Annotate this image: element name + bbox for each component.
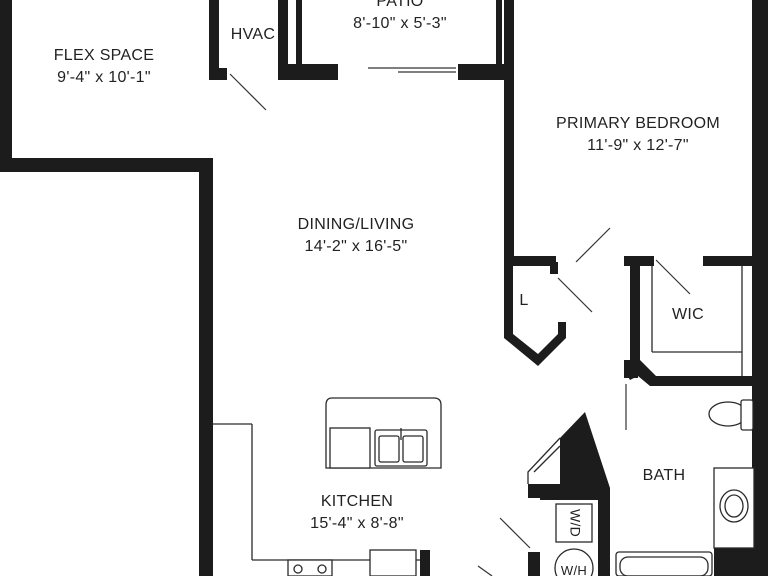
- wall-hvac-east: [278, 0, 288, 80]
- wic-name: WIC: [672, 306, 704, 323]
- range-icon: [287, 559, 333, 576]
- burner-icon: [317, 564, 327, 574]
- wall-patio-sw: [278, 64, 338, 80]
- hvac-door-icon: [229, 73, 267, 111]
- bedroom-door-icon: [575, 227, 611, 263]
- flex-space-name: FLEX SPACE: [54, 47, 155, 64]
- wall-hvac-sw: [209, 68, 227, 80]
- bath-diagonal-wall: [527, 437, 561, 484]
- patio-name: PATIO: [376, 0, 423, 10]
- dining-living-dims: 14'-2" x 16'-5": [305, 238, 408, 255]
- wall-kitchen-south-stub: [420, 550, 430, 576]
- refrigerator-icon: [369, 549, 417, 576]
- wall-bedroom-south-c: [703, 256, 757, 266]
- wall-linen-closet: [504, 262, 566, 366]
- wall-wd-west: [528, 484, 540, 498]
- water-heater-circle: [554, 548, 594, 576]
- toilet-tank-icon: [740, 399, 754, 431]
- wh-door-icon: [477, 565, 493, 576]
- bathtub-icon: [615, 551, 713, 576]
- kitchen-name: KITCHEN: [321, 493, 393, 510]
- washer-dryer-label: W/D: [567, 509, 583, 537]
- primary-bedroom-dims: 11'-9" x 12'-7": [587, 137, 689, 154]
- wall-linen-east: [550, 262, 558, 274]
- room-labels: FLEX SPACE 9'-4" x 10'-1" HVAC PATIO 8'-…: [54, 0, 720, 576]
- sink-basin-left: [378, 435, 400, 463]
- wall-bedroom-south-a: [504, 256, 556, 266]
- kitchen-dims: 15'-4" x 8'-8": [310, 515, 404, 532]
- burner-icon: [293, 564, 303, 574]
- wall-bedroom-south-b: [624, 256, 654, 266]
- wall-patio-east: [496, 0, 502, 68]
- hvac-name: HVAC: [231, 26, 275, 43]
- washer-dryer-box: [555, 503, 593, 543]
- doors: [229, 67, 691, 576]
- wall-patio-west: [296, 0, 302, 68]
- bath-name: BATH: [643, 467, 686, 484]
- wall-living-west: [199, 158, 213, 576]
- wall-east-outer: [752, 0, 768, 576]
- patio-dims: 8'-10" x 5'-3": [353, 15, 447, 32]
- wic-door-icon: [655, 259, 691, 295]
- flex-space-dims: 9'-4" x 10'-1": [57, 69, 151, 86]
- dining-living-name: DINING/LIVING: [298, 216, 415, 233]
- fixtures: [287, 397, 755, 576]
- wall-bedroom-west: [504, 0, 514, 262]
- primary-bedroom-name: PRIMARY BEDROOM: [556, 115, 720, 132]
- sink-basin-right: [402, 435, 424, 463]
- basin-inner-icon: [724, 494, 744, 518]
- wall-bath-se: [714, 548, 768, 576]
- wall-bath-west-core: [540, 412, 610, 576]
- linen-name: L: [519, 292, 528, 309]
- wall-wh-west: [528, 552, 540, 576]
- partitions: [213, 266, 743, 561]
- wall-bath-north-stub: [624, 360, 638, 378]
- wall-patio-se: [458, 64, 514, 80]
- linen-door-icon: [557, 277, 593, 313]
- water-heater-label: W/H: [561, 563, 587, 576]
- bathtub-inner-icon: [619, 556, 709, 576]
- wall-flex-south: [0, 158, 212, 172]
- wd-door-icon: [499, 517, 531, 549]
- wall-hvac-west: [209, 0, 219, 80]
- bath-diagonal-inner: [533, 445, 561, 473]
- wall-wic: [624, 262, 756, 386]
- dishwasher: [329, 427, 371, 469]
- wall-west-outer: [0, 0, 12, 172]
